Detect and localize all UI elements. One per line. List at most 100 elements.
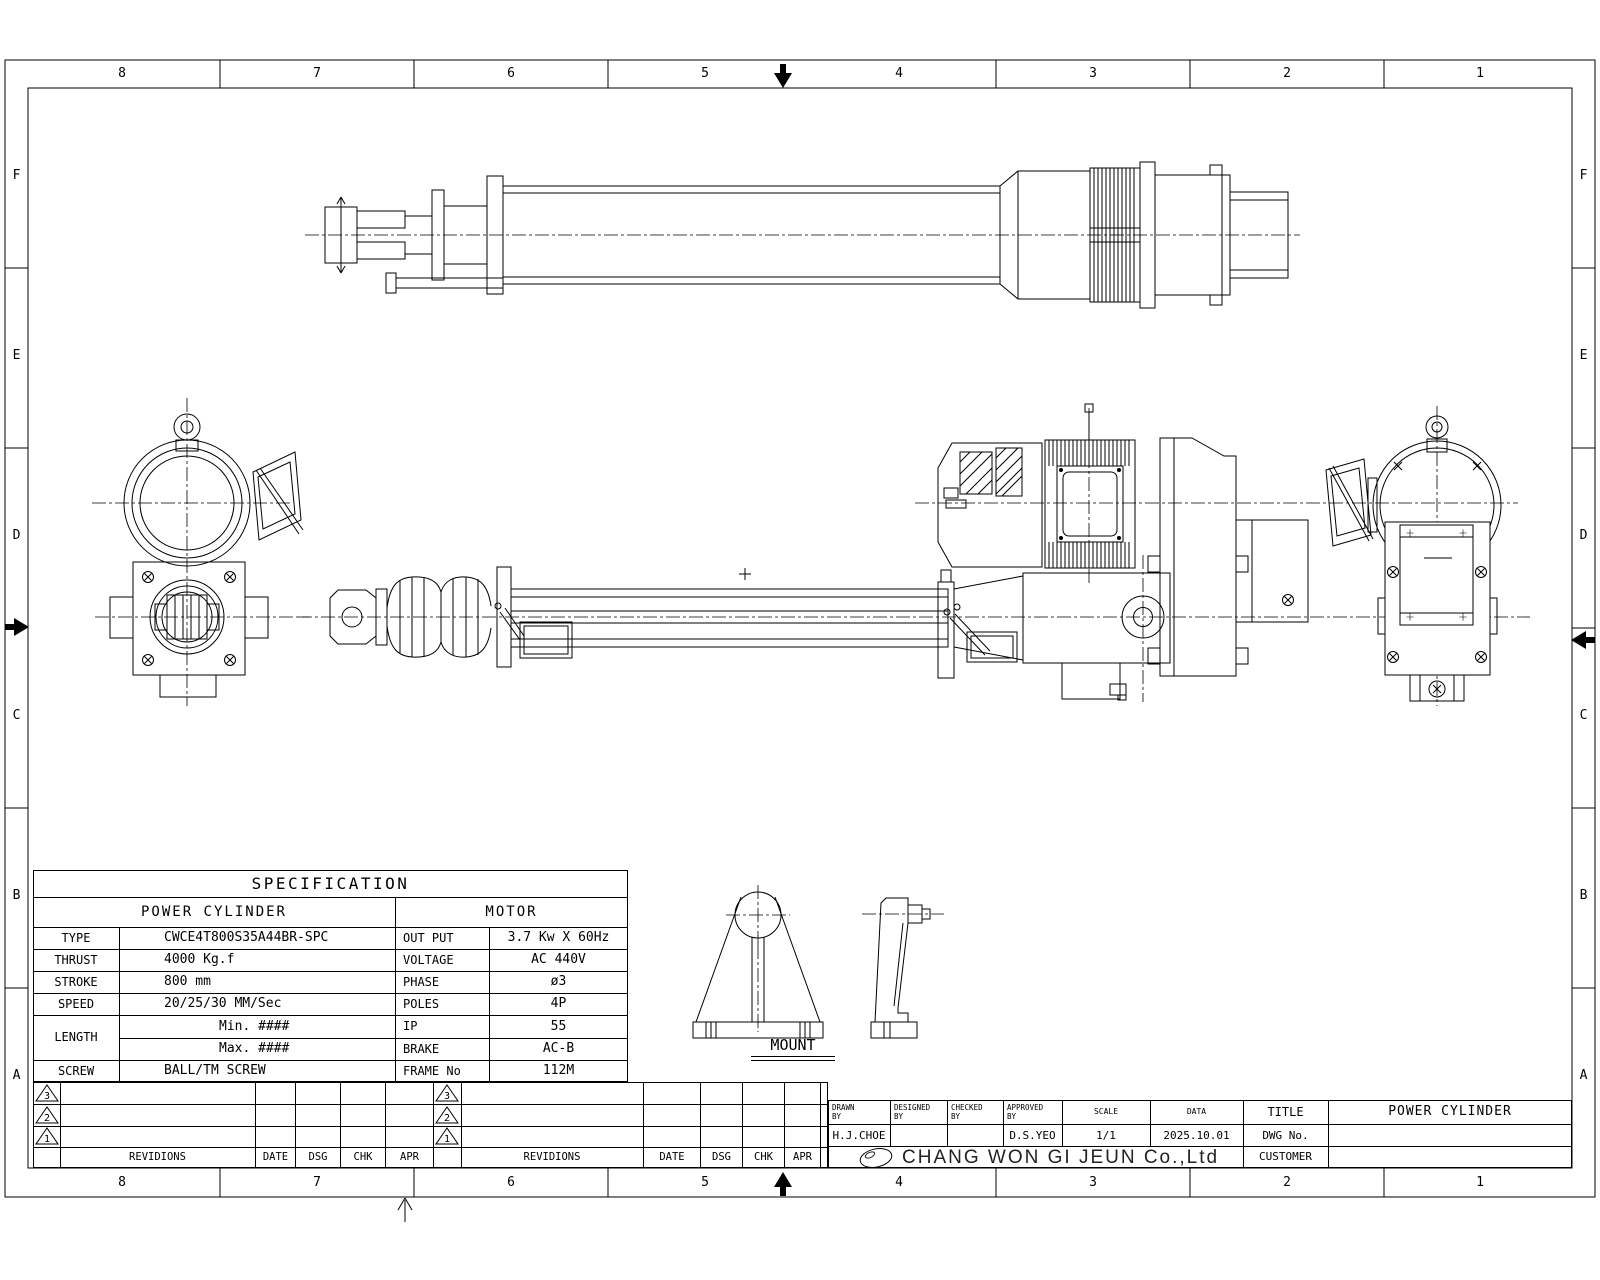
left-end-view-drawing: [92, 398, 310, 706]
scale-header: SCALE: [1093, 1107, 1119, 1116]
spec-label: OUT PUT: [403, 931, 454, 945]
center-arrow-left: [5, 618, 29, 636]
zone-row: C: [12, 708, 21, 723]
zone-col: 8: [118, 1175, 126, 1190]
zone-row: F: [12, 168, 21, 183]
title-label: TITLE: [1267, 1105, 1304, 1119]
svg-text:3: 3: [44, 1091, 50, 1102]
side-view-drawing: [298, 403, 1530, 702]
svg-text:3: 3: [444, 1091, 450, 1102]
revision-col-header: REVIDIONS: [523, 1151, 581, 1163]
zone-col: 5: [701, 66, 709, 81]
spec-label: TYPE: [61, 931, 91, 945]
mount-detail-drawing: [692, 885, 944, 1039]
fold-mark-arrow: [397, 1197, 413, 1222]
spec-value: 4P: [550, 996, 567, 1011]
zone-col: 1: [1476, 1175, 1484, 1190]
right-end-view-drawing: [1325, 406, 1502, 706]
revision-col-header: APR: [400, 1151, 419, 1163]
title-value: POWER CYLINDER: [1388, 1104, 1512, 1119]
svg-text:2: 2: [44, 1113, 50, 1124]
spec-value: AC-B: [542, 1041, 575, 1056]
dwg-no-label: DWG No.: [1262, 1129, 1309, 1142]
spec-label: LENGTH: [54, 1030, 98, 1044]
spec-label: VOLTAGE: [403, 953, 454, 967]
revision-marker: 2: [35, 1106, 59, 1124]
top-view-drawing: [305, 161, 1300, 309]
revision-marker: 3: [435, 1084, 459, 1102]
zone-row: A: [12, 1068, 21, 1083]
spec-value: CWCE4T800S35A44BR-SPC: [164, 930, 329, 945]
checked-by-header: CHECKED BY: [951, 1103, 983, 1122]
spec-value: ø3: [550, 974, 567, 989]
customer-label: CUSTOMER: [1259, 1150, 1312, 1163]
revision-col-header: APR: [793, 1151, 812, 1163]
sheet-frame: [4, 59, 1596, 1222]
zone-row: B: [12, 888, 21, 903]
revision-col-header: DATE: [262, 1151, 289, 1163]
zone-col: 7: [313, 66, 321, 81]
zone-col: 8: [118, 66, 126, 81]
zone-col: 1: [1476, 66, 1484, 81]
zone-row: D: [12, 528, 21, 543]
drawn-by-header: DRAWN BY: [832, 1103, 855, 1122]
spec-value: Max. ####: [219, 1041, 290, 1056]
spec-value: AC 440V: [531, 952, 586, 967]
approved-by-header: APPROVED BY: [1007, 1103, 1044, 1122]
spec-value: 800 mm: [164, 974, 211, 989]
spec-label: THRUST: [54, 953, 98, 967]
data-value: 2025.10.01: [1163, 1129, 1230, 1142]
scale-value: 1/1: [1096, 1129, 1116, 1142]
revision-marker: 3: [35, 1084, 59, 1102]
drawn-by-value: H.J.CHOE: [832, 1129, 886, 1142]
mount-underline: [751, 1056, 835, 1061]
zone-col: 3: [1089, 1175, 1097, 1190]
spec-label: PHASE: [403, 975, 440, 989]
revision-col-header: DSG: [308, 1151, 328, 1163]
svg-text:2: 2: [444, 1113, 450, 1124]
spec-header-motor: MOTOR: [485, 904, 538, 920]
revision-col-header: DATE: [659, 1151, 685, 1163]
spec-label: STROKE: [54, 975, 98, 989]
zone-col: 7: [313, 1175, 321, 1190]
zone-row: E: [12, 348, 21, 363]
data-header: DATA: [1186, 1107, 1207, 1116]
revision-marker: 1: [435, 1127, 459, 1145]
spec-value: BALL/TM SCREW: [164, 1063, 266, 1078]
spec-label: SCREW: [57, 1064, 95, 1078]
zone-row: B: [1579, 888, 1588, 903]
center-arrow-right: [1571, 631, 1595, 649]
spec-value: 55: [550, 1019, 567, 1034]
revision-col-header: CHK: [353, 1151, 373, 1163]
zone-row: D: [1579, 528, 1588, 543]
spec-label: POLES: [403, 997, 440, 1011]
company-logo-icon: [859, 1148, 893, 1168]
spec-title: SPECIFICATION: [251, 874, 410, 893]
center-arrow-bottom: [774, 1172, 792, 1196]
zone-col: 4: [895, 66, 903, 81]
spec-label: SPEED: [57, 997, 95, 1011]
zone-col: 6: [507, 66, 515, 81]
revision-col-header: REVIDIONS: [129, 1151, 186, 1163]
svg-text:1: 1: [444, 1134, 450, 1145]
spec-label: BRAKE: [403, 1042, 440, 1056]
revision-col-header: DSG: [712, 1151, 731, 1163]
revision-marker: 2: [435, 1106, 459, 1124]
zone-col: 3: [1089, 66, 1097, 81]
spec-value: 20/25/30 MM/Sec: [164, 996, 282, 1011]
zone-row: A: [1579, 1068, 1588, 1083]
mount-label: MOUNT: [770, 1036, 816, 1054]
center-arrow-top: [774, 64, 792, 88]
zone-col: 4: [895, 1175, 903, 1190]
revision-marker: 1: [35, 1127, 59, 1145]
zone-col: 2: [1283, 1175, 1291, 1190]
spec-label: IP: [403, 1019, 418, 1033]
designed-by-header: DESIGNED BY: [894, 1103, 931, 1122]
revision-col-header: CHK: [754, 1151, 773, 1163]
zone-row: E: [1579, 348, 1588, 363]
zone-row: C: [1579, 708, 1588, 723]
zone-col: 2: [1283, 66, 1291, 81]
spec-label: FRAME No: [403, 1064, 461, 1078]
